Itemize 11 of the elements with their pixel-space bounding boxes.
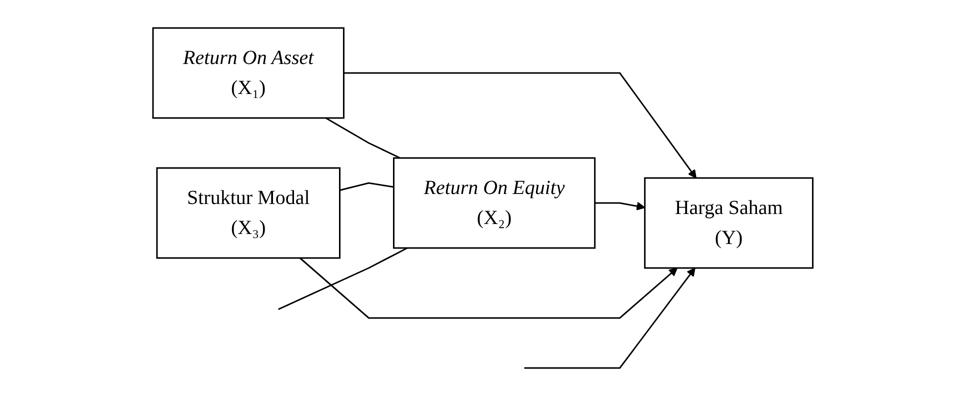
node-box: Struktur Modal (X₃) [156,167,340,259]
node-box: Harga Saham (Y) [644,177,814,269]
connector [324,117,400,159]
connector [278,247,408,310]
arrow [299,257,678,319]
node-box: Return On Equity (X₂) [392,157,596,249]
node-box: Return On Asset (X₁) [152,27,344,119]
arrow [524,268,695,369]
arrow [343,72,696,178]
connector [339,182,394,191]
arrow [594,202,645,210]
